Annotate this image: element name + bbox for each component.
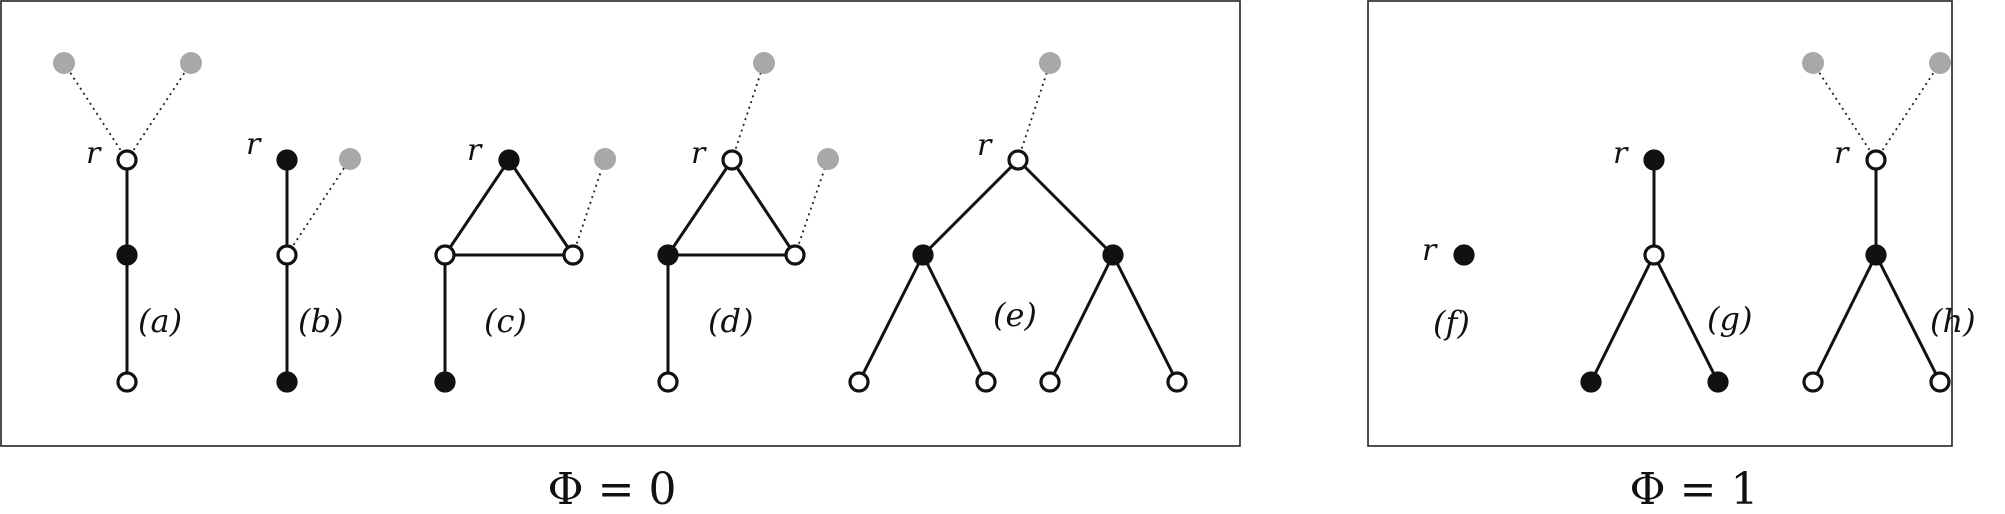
black-node — [912, 244, 934, 266]
black-node — [434, 371, 456, 393]
black-node — [1580, 371, 1602, 393]
subfigure-c: r (c) — [434, 133, 616, 393]
subfigure-label-f: (f) — [1433, 304, 1470, 342]
edge — [1111, 254, 1179, 383]
root-label: r — [1613, 136, 1629, 171]
white-node — [434, 244, 456, 266]
subfigure-label-g: (g) — [1707, 300, 1752, 338]
root-label: r — [1834, 136, 1850, 171]
subfigure-label-a: (a) — [138, 302, 182, 340]
dotted-edge — [1812, 62, 1877, 161]
ghost-node — [1039, 52, 1061, 74]
white-node — [784, 244, 806, 266]
dotted-edge — [286, 158, 351, 256]
phi-zero-panel — [0, 0, 1241, 447]
white-node — [657, 371, 679, 393]
ghost-node — [817, 148, 839, 170]
dotted-edge — [572, 158, 606, 256]
subfigure-label-e: (e) — [993, 296, 1037, 334]
root-node — [276, 149, 298, 171]
edge — [666, 159, 734, 256]
edge — [443, 159, 511, 256]
white-node — [116, 371, 138, 393]
caption-phi-zero: Φ = 0 — [548, 464, 677, 514]
root-label: r — [246, 127, 262, 162]
white-node — [1929, 371, 1951, 393]
caption-phi-one: Φ = 1 — [1630, 464, 1759, 514]
white-node — [975, 371, 997, 393]
white-node — [562, 244, 584, 266]
white-node — [1643, 244, 1665, 266]
edge — [921, 254, 988, 383]
root-label: r — [977, 128, 993, 163]
dotted-edge — [731, 62, 765, 161]
subfigure-e: r (e) — [848, 52, 1188, 393]
black-node — [1102, 244, 1124, 266]
edge — [1652, 254, 1720, 383]
subfigure-f: r (f) — [1422, 233, 1475, 342]
phi-one-panel — [1367, 0, 1953, 447]
ghost-node — [1929, 52, 1951, 74]
subfigure-d: r (d) — [657, 52, 839, 393]
dotted-edge — [1017, 62, 1051, 161]
dotted-edge — [126, 62, 192, 161]
white-node — [1166, 371, 1188, 393]
dotted-edge — [1875, 62, 1941, 161]
edge — [507, 159, 575, 256]
root-label: r — [86, 136, 102, 171]
ghost-node — [339, 148, 361, 170]
black-node — [1707, 371, 1729, 393]
white-node — [1039, 371, 1061, 393]
subfigure-h: r (h) — [1802, 52, 1976, 393]
ghost-node — [53, 52, 75, 74]
edge — [1811, 254, 1878, 383]
edge — [1048, 254, 1115, 383]
edge — [1589, 254, 1656, 383]
edge — [730, 159, 797, 256]
root-node — [721, 149, 743, 171]
subfigure-a: r (a) — [53, 52, 202, 393]
white-node — [276, 244, 298, 266]
ghost-node — [1802, 52, 1824, 74]
white-node — [848, 371, 870, 393]
ghost-node — [753, 52, 775, 74]
root-node — [498, 149, 520, 171]
subfigure-label-h: (h) — [1930, 302, 1976, 340]
white-node — [1802, 371, 1824, 393]
edge — [1874, 254, 1942, 383]
edge — [921, 158, 1020, 257]
black-node — [116, 244, 138, 266]
root-label: r — [467, 133, 483, 168]
root-node — [116, 149, 138, 171]
root-node — [1007, 149, 1029, 171]
ghost-node — [594, 148, 616, 170]
root-node — [1453, 244, 1475, 266]
subfigure-b: r (b) — [246, 127, 361, 393]
root-label: r — [691, 136, 707, 171]
ghost-node — [180, 52, 202, 74]
dotted-edge — [794, 158, 829, 256]
subfigure-label-c: (c) — [484, 302, 527, 340]
edge — [857, 254, 925, 383]
subfigure-g: r (g) — [1580, 136, 1752, 393]
black-node — [276, 371, 298, 393]
black-node — [1865, 244, 1887, 266]
black-node — [657, 244, 679, 266]
dotted-edge — [63, 62, 128, 161]
root-node — [1643, 149, 1665, 171]
edge — [1016, 158, 1115, 257]
subfigure-label-d: (d) — [708, 302, 753, 340]
subfigure-label-b: (b) — [298, 302, 343, 340]
root-label: r — [1422, 233, 1438, 268]
root-node — [1865, 149, 1887, 171]
